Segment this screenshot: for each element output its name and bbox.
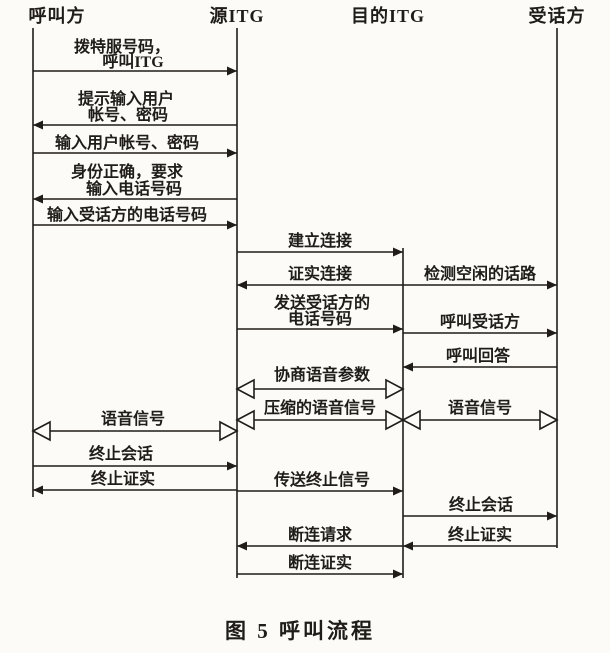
label-end-confirm-right: 终止证实 xyxy=(448,525,512,544)
participant-callee: 受话方 xyxy=(529,5,586,26)
arrow-identity-ok xyxy=(33,194,237,204)
label-compressed-voice-signal: 压缩的语音信号 xyxy=(264,398,376,417)
arrow-establish-connection xyxy=(237,247,403,257)
label-negotiate-voice-params: 协商语音参数 xyxy=(274,365,371,384)
label-disconnect-confirm: 断连证实 xyxy=(288,553,352,572)
arrow-compressed-voice-signal xyxy=(235,409,405,431)
arrow-send-end-signal xyxy=(237,486,403,496)
participant-caller: 呼叫方 xyxy=(29,5,86,26)
label-prompt-account-line1: 提示输入用户 xyxy=(78,89,174,108)
label-enter-callee-number: 输入受话方的电话号码 xyxy=(47,205,207,224)
arrow-enter-callee-number xyxy=(33,220,237,230)
arrow-voice-signal-left xyxy=(31,420,239,442)
arrow-prompt-account xyxy=(33,120,237,130)
label-disconnect-request: 断连请求 xyxy=(288,525,353,544)
arrow-disconnect-confirm xyxy=(237,569,403,579)
label-call-callee: 呼叫受话方 xyxy=(440,312,520,331)
label-prompt-account-line2: 帐号、密码 xyxy=(88,105,168,124)
label-end-session-right: 终止会话 xyxy=(449,495,513,514)
arrow-send-callee-number xyxy=(237,324,403,334)
label-end-confirm-left: 终止证实 xyxy=(91,469,155,488)
participant-dest-itg: 目的ITG xyxy=(351,5,425,26)
arrow-call-answer xyxy=(403,362,557,372)
arrow-call-callee xyxy=(403,328,557,338)
label-establish-connection: 建立连接 xyxy=(288,231,352,250)
label-dial-service-number-line2: 呼叫ITG xyxy=(102,53,164,71)
label-call-answer: 呼叫回答 xyxy=(446,346,511,365)
arrow-negotiate-voice-params xyxy=(235,378,405,400)
label-identity-ok-line1: 身份正确，要求 xyxy=(71,162,184,181)
arrow-end-session-right xyxy=(403,511,557,521)
label-end-session-left: 终止会话 xyxy=(89,444,153,463)
arrow-detect-idle-channel xyxy=(403,280,557,290)
arrow-enter-account xyxy=(33,148,237,158)
label-voice-signal-left: 语音信号 xyxy=(101,409,165,428)
label-send-callee-number-line2: 电话号码 xyxy=(288,309,352,328)
participant-source-itg: 源ITG xyxy=(209,5,264,26)
arrow-dial-service-number xyxy=(33,66,237,76)
label-send-end-signal: 传送终止信号 xyxy=(273,470,370,489)
arrow-voice-signal-right xyxy=(401,409,559,431)
arrow-end-confirm-right xyxy=(403,541,557,551)
label-confirm-connection: 证实连接 xyxy=(288,264,352,283)
arrow-confirm-connection xyxy=(237,280,403,290)
label-voice-signal-right: 语音信号 xyxy=(448,398,512,417)
label-identity-ok-line2: 输入电话号码 xyxy=(86,179,182,198)
arrow-end-confirm-left xyxy=(33,485,237,495)
arrow-disconnect-request xyxy=(237,541,403,551)
label-send-callee-number-line1: 发送受话方的 xyxy=(273,293,370,312)
arrow-end-session-left xyxy=(33,461,237,471)
figure-caption: 图 5 呼叫流程 xyxy=(225,619,375,643)
label-detect-idle-channel: 检测空闲的话路 xyxy=(424,264,537,283)
label-enter-account: 输入用户帐号、密码 xyxy=(55,133,199,152)
label-dial-service-number-line1: 拨特服号码， xyxy=(74,37,170,56)
